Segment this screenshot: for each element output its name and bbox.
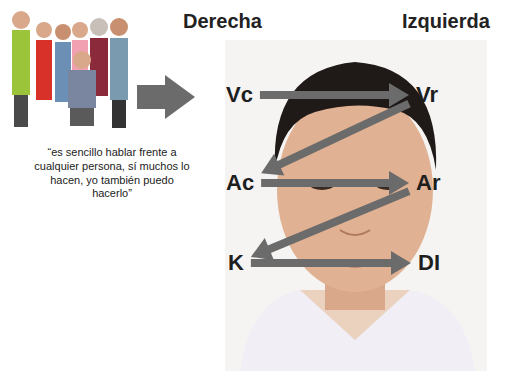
node-text: Ar bbox=[416, 171, 440, 195]
quote-note: “es sencillo hablar frente a cualquier p… bbox=[32, 146, 192, 201]
sense-label: Vr bbox=[412, 82, 442, 108]
node-text: DI bbox=[418, 251, 440, 275]
flow-arrow bbox=[260, 83, 409, 107]
arrow-shaft bbox=[261, 179, 393, 187]
arrow-shaft bbox=[251, 259, 395, 267]
portrait bbox=[225, 40, 487, 371]
side-heading: Izquierda bbox=[402, 10, 490, 33]
sense-label: Vc bbox=[222, 82, 257, 108]
flow-arrow bbox=[261, 171, 409, 195]
arrow-shaft bbox=[276, 104, 409, 167]
flow-arrow bbox=[251, 191, 409, 260]
arrow-shaft bbox=[266, 191, 409, 251]
arrow-shaft bbox=[260, 91, 393, 99]
sense-label: Ac bbox=[222, 170, 258, 196]
sense-label: DI bbox=[414, 250, 444, 276]
arrow-head bbox=[261, 154, 284, 176]
node-text: Ac bbox=[226, 171, 254, 195]
arrow-head bbox=[251, 238, 274, 260]
sense-label: K bbox=[224, 250, 248, 276]
node-text: K bbox=[228, 251, 244, 275]
big-arrow bbox=[137, 75, 195, 119]
people-group bbox=[12, 11, 128, 128]
side-heading: Derecha bbox=[183, 10, 262, 33]
arrow-head bbox=[391, 251, 411, 275]
flow-arrow bbox=[251, 251, 411, 275]
sense-label: Ar bbox=[412, 170, 444, 196]
flow-arrow bbox=[261, 104, 409, 176]
node-text: Vr bbox=[416, 83, 438, 107]
node-text: Vc bbox=[226, 83, 253, 107]
